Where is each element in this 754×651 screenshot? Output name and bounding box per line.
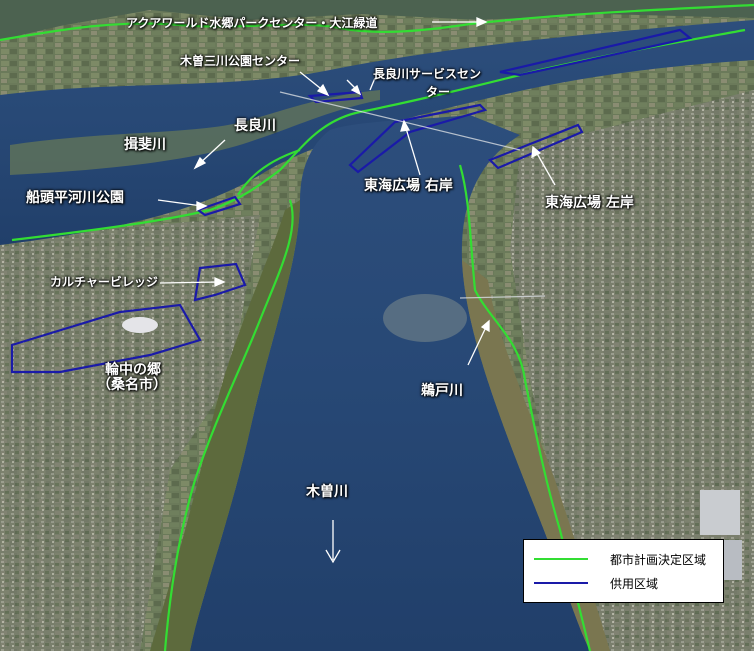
- map-legend: 都市計画決定区域 供用区域: [523, 539, 724, 603]
- legend-item-city-planning: 都市計画決定区域: [534, 549, 706, 569]
- sand-bar: [383, 294, 467, 342]
- label-tokai-right-bank: 東海広場 右岸: [364, 178, 453, 194]
- label-wajyu-no-sato: 輪中の郷: [105, 362, 161, 378]
- label-kiso-river: 木曽川: [306, 484, 348, 500]
- label-ibi-river: 揖斐川: [124, 137, 166, 153]
- upper-river: [0, 20, 754, 245]
- left-town-area: [0, 215, 260, 651]
- factory-building: [700, 490, 740, 535]
- label-udo-river: 鵜戸川: [421, 383, 463, 399]
- dome-building: [122, 317, 158, 333]
- annotation-arrows: [157, 16, 556, 564]
- mountain-ridge: [0, 0, 754, 40]
- legend-green-line: [534, 558, 588, 560]
- legend-blue-line: [534, 582, 588, 584]
- legend-label-service-area: 供用区域: [610, 576, 659, 591]
- label-nagara-river: 長良川: [234, 118, 276, 134]
- right-town-area: [510, 90, 754, 651]
- label-nagara-service-center: 長良川サービスセン: [373, 67, 482, 81]
- bridge-lines: [279, 91, 546, 299]
- legend-item-service-area: 供用区域: [534, 573, 658, 593]
- legend-label-city-planning: 都市計画決定区域: [610, 552, 707, 567]
- label-culture-village: カルチャービレッジ: [50, 275, 158, 289]
- label-tokai-left-bank: 東海広場 左岸: [545, 195, 634, 211]
- inner-river-strip: [10, 90, 380, 175]
- label-kuwana-city: （桑名市）: [97, 377, 167, 393]
- service-area-blue-lines: [10, 28, 693, 374]
- label-kiso-sansen-park-center: 木曽三川公園センター: [180, 54, 301, 68]
- label-funato-park: 船頭平河川公園: [26, 190, 124, 206]
- kiso-river: [190, 115, 590, 651]
- label-nagara-service-center-cont: ター: [426, 85, 451, 99]
- label-aqua-world: アクアワールド水郷パークセンター・大江緑道: [126, 16, 378, 30]
